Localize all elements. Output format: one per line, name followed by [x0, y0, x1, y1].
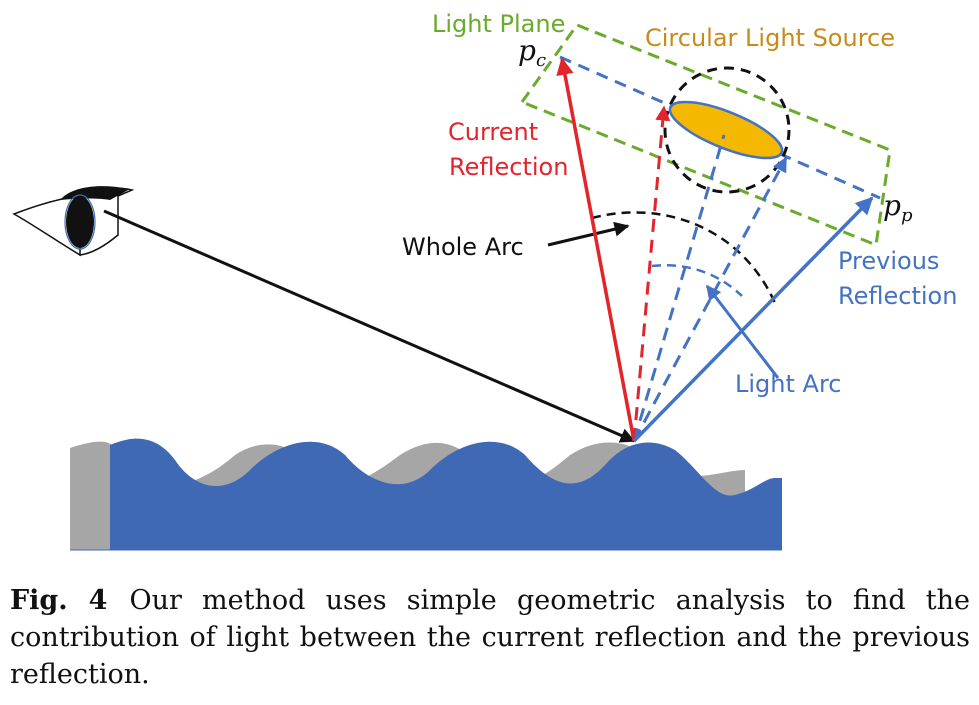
blue-dashed-ray: [632, 156, 788, 442]
light-arc: [651, 264, 743, 297]
whole-arc-pointer: [547, 221, 630, 247]
light-plane-label: Light Plane: [432, 10, 565, 38]
red-dashed-ray: [632, 105, 671, 442]
light-arc-label: Light Arc: [735, 370, 841, 398]
circular-light-source-label: Circular Light Source: [645, 24, 895, 52]
figure-number: Fig. 4: [10, 585, 108, 616]
pp-label: pp: [883, 189, 913, 226]
blue-dashed-center-ray: [632, 134, 726, 442]
previous-reflection-label-line1: Previous: [838, 247, 939, 275]
previous-reflection-label-line2: Reflection: [838, 282, 957, 310]
whole-arc-label: Whole Arc: [402, 233, 524, 261]
light-source-ellipse: [668, 100, 784, 160]
current-reflection-label-line2: Reflection: [449, 153, 568, 181]
eye-icon: [12, 186, 135, 257]
pc-pp-dashed-line: [559, 55, 881, 200]
reflection-geometry-diagram: Light Plane Circular Light Source Curren…: [12, 10, 957, 551]
current-reflection-ray: [556, 57, 636, 442]
pc-label: pc: [518, 34, 546, 71]
water-surface: [110, 438, 782, 550]
light-plane: [519, 23, 892, 248]
current-reflection-label-line1: Current: [448, 118, 538, 146]
caption-text: Our method uses simple geometric analysi…: [10, 585, 970, 690]
previous-reflection-ray: [632, 196, 874, 443]
whole-arc: [591, 211, 777, 304]
eye-ray: [103, 209, 636, 443]
light-source-circle: [663, 66, 791, 194]
